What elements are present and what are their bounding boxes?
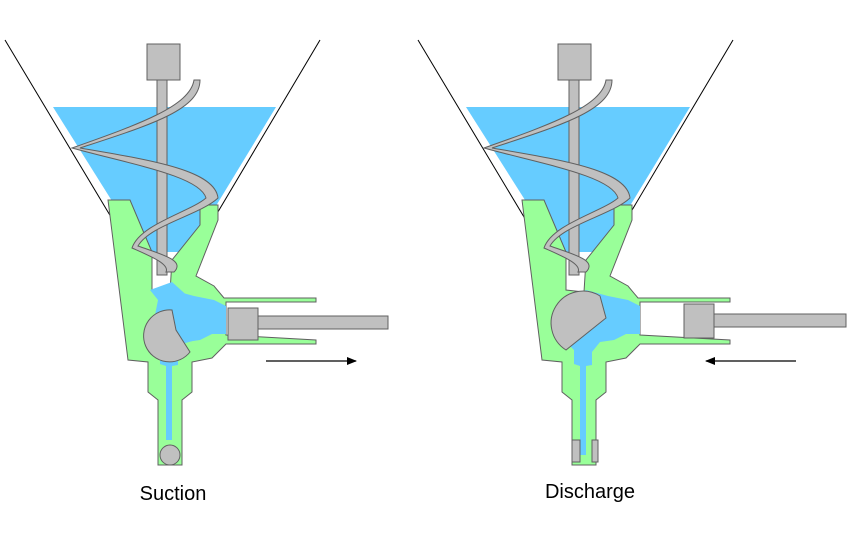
check-valve-discharge — [550, 290, 607, 351]
outlet-ball — [159, 444, 181, 466]
auger-shaft — [156, 79, 168, 276]
hopper-wall-right-discharge — [618, 39, 734, 233]
caption-discharge: Discharge — [544, 481, 636, 503]
hopper-wall-left-discharge — [417, 39, 534, 233]
auger-shaft-discharge — [568, 79, 580, 276]
piston-rod — [257, 315, 389, 330]
caption-suction: Suction — [139, 483, 207, 505]
piston-head-discharge — [683, 303, 715, 339]
auger-spiral — [70, 79, 219, 273]
hopper-wall-left — [4, 39, 121, 233]
piston-head — [227, 307, 259, 341]
drive-block-discharge — [557, 43, 592, 81]
check-valve — [143, 309, 191, 363]
auger-spiral-discharge — [482, 79, 631, 273]
piston-rod-discharge — [713, 313, 847, 328]
drive-block — [146, 43, 181, 81]
hopper-wall-right — [205, 39, 321, 233]
liquid-elbow — [150, 282, 200, 344]
suction-panel — [4, 39, 389, 466]
outlet-seat-discharge — [571, 439, 599, 463]
discharge-panel — [417, 39, 847, 466]
